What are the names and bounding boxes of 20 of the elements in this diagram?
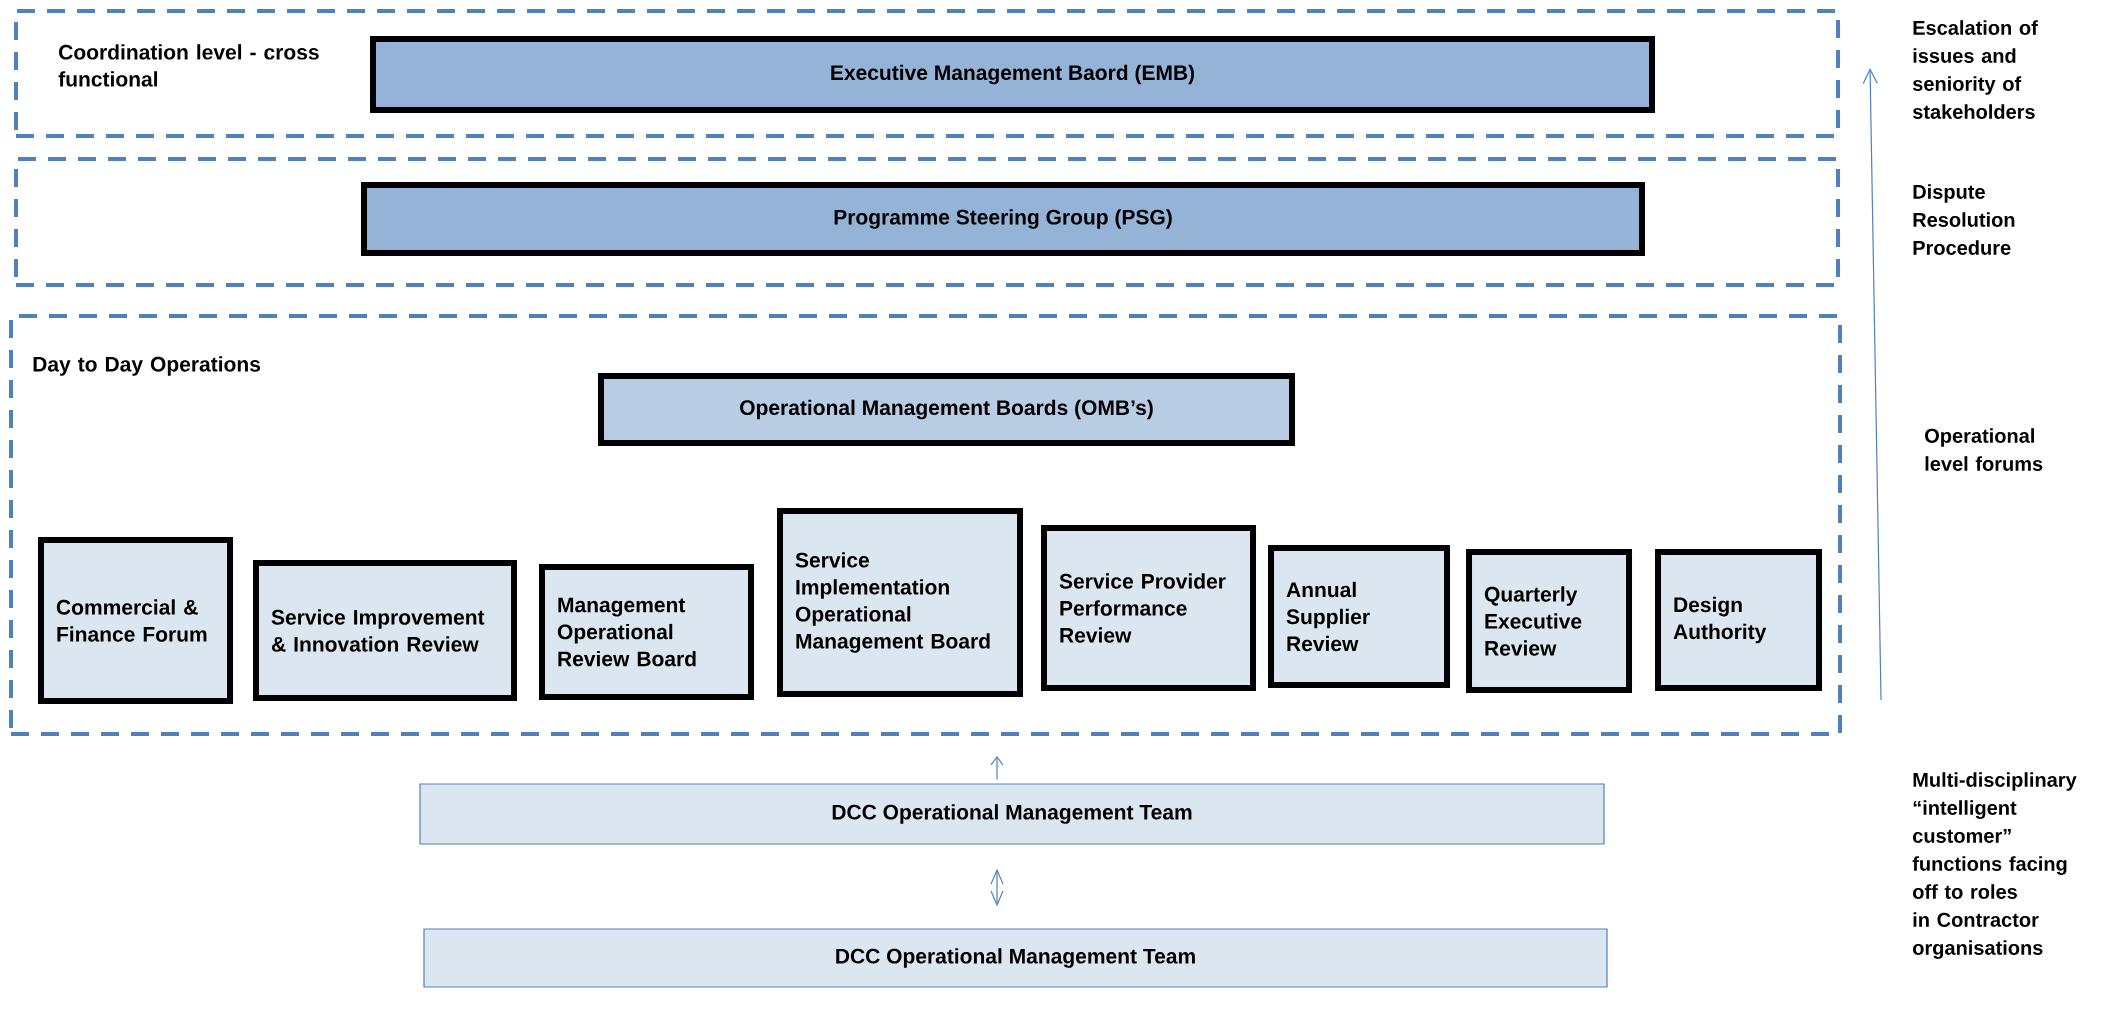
arrow [990, 868, 1004, 907]
forum-box: Service Provider Performance Review [1041, 525, 1256, 691]
team-box: DCC Operational Management Team [419, 783, 1605, 845]
arrow [990, 756, 1004, 780]
side-note: Operational level forums [1925, 428, 2043, 471]
forum-box: Service Implementation Operational Management Board [777, 508, 1023, 697]
board-box: Executive Management Baord (EMB) [370, 36, 1655, 113]
forum-box: Annual Supplier Review [1268, 545, 1450, 688]
board-box: Operational Management Boards (OMB’s) [598, 373, 1295, 446]
side-note: Multi-disciplinary “intelligent customer” functions facing off to roles in Contractor organisations [1912, 772, 2077, 959]
forum-box: Design Authority [1655, 549, 1822, 691]
dashed-band [14, 157, 1840, 287]
forum-box: Service Improvement & Innovation Review [253, 560, 517, 701]
board-box: Programme Steering Group (PSG) [361, 182, 1645, 256]
side-note: Dispute Resolution Procedure [1913, 184, 2015, 255]
forum-box: Commercial & Finance Forum [38, 537, 233, 704]
forum-box: Quarterly Executive Review [1466, 549, 1632, 693]
forum-box: Management Operational Review Board [539, 564, 754, 700]
side-note: Escalation of issues and seniority of stakeholders [1912, 20, 2038, 119]
team-box: DCC Operational Management Team [423, 928, 1608, 988]
